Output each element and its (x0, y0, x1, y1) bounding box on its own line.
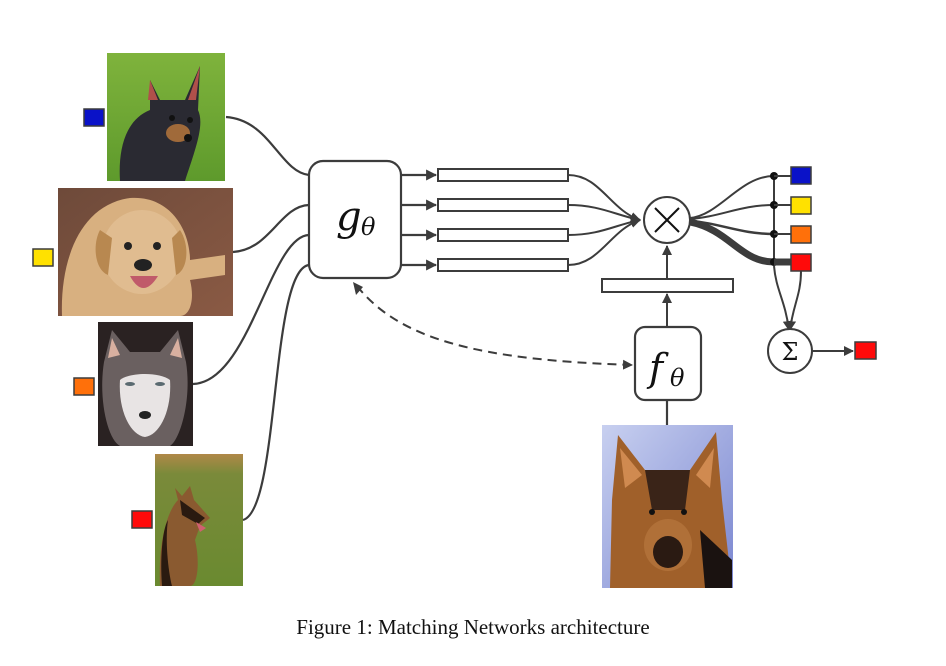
figure-caption: Figure 1: Matching Networks architecture (296, 615, 650, 639)
embedding-bar-4 (437, 258, 569, 272)
support-embeddings (437, 168, 569, 272)
output-label-red (790, 253, 812, 272)
multiply-icon (654, 207, 680, 233)
sum-input-arrows (773, 265, 802, 331)
query-encoder-f-theta: f θ (633, 325, 703, 402)
junction-to-label-lines (774, 175, 791, 266)
output-label-blue (790, 166, 812, 185)
query-image-german-shepherd (602, 425, 733, 588)
bars-to-multiply (567, 174, 641, 266)
embedding-bar-3 (437, 228, 569, 242)
class-label-yellow (32, 248, 54, 267)
predicted-label-red (854, 341, 877, 360)
sum-icon: Σ (782, 338, 799, 366)
support-image-chihuahua (107, 53, 225, 181)
output-label-orange (790, 225, 812, 244)
connection-2 (232, 203, 310, 254)
query-embedding-bar (601, 278, 734, 293)
connection-4 (242, 263, 310, 522)
class-label-orange (73, 377, 95, 396)
sum-node: Σ (767, 328, 813, 374)
embedding-bar-2 (437, 198, 569, 212)
attention-branches (689, 175, 775, 266)
support-image-labrador (58, 188, 233, 316)
embedding-arrows (401, 169, 438, 271)
dashed-context-link (356, 285, 633, 370)
class-label-red (131, 510, 153, 529)
class-label-blue (83, 108, 105, 127)
g-subscript: θ (361, 213, 376, 241)
output-label-yellow (790, 196, 812, 215)
support-image-german-shepherd (155, 454, 243, 586)
support-connections (192, 115, 310, 522)
support-encoder-g-theta: g θ (307, 159, 403, 280)
dashed-link-arrowhead (353, 282, 363, 295)
g-symbol: g (336, 194, 362, 240)
support-image-husky (98, 322, 193, 446)
f-subscript: θ (670, 364, 685, 392)
connection-3 (192, 233, 310, 386)
connection-1 (225, 115, 310, 177)
multiply-node (643, 196, 691, 244)
embedding-bar-1 (437, 168, 569, 182)
